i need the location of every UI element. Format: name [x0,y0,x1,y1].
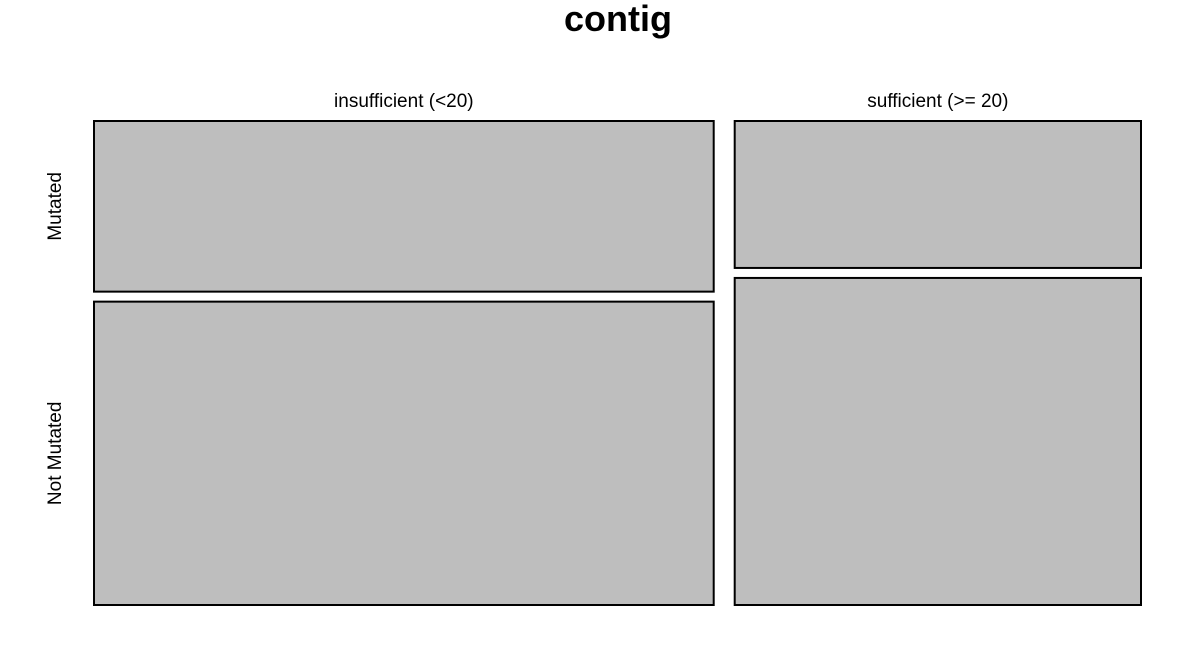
row-label: Mutated [45,172,66,241]
column-labels: insufficient (<20) sufficient (>= 20) [334,91,1008,112]
mosaic-tile [733,120,1142,269]
row-label: Not Mutated [45,402,66,506]
column-label: insufficient (<20) [334,91,474,112]
chart-title: contig [564,0,672,39]
mosaic-tile [93,300,715,606]
mosaic-tiles [93,120,1142,606]
column-label: sufficient (>= 20) [867,91,1008,112]
mosaic-tile [733,276,1142,606]
mosaic-tile [93,120,715,293]
